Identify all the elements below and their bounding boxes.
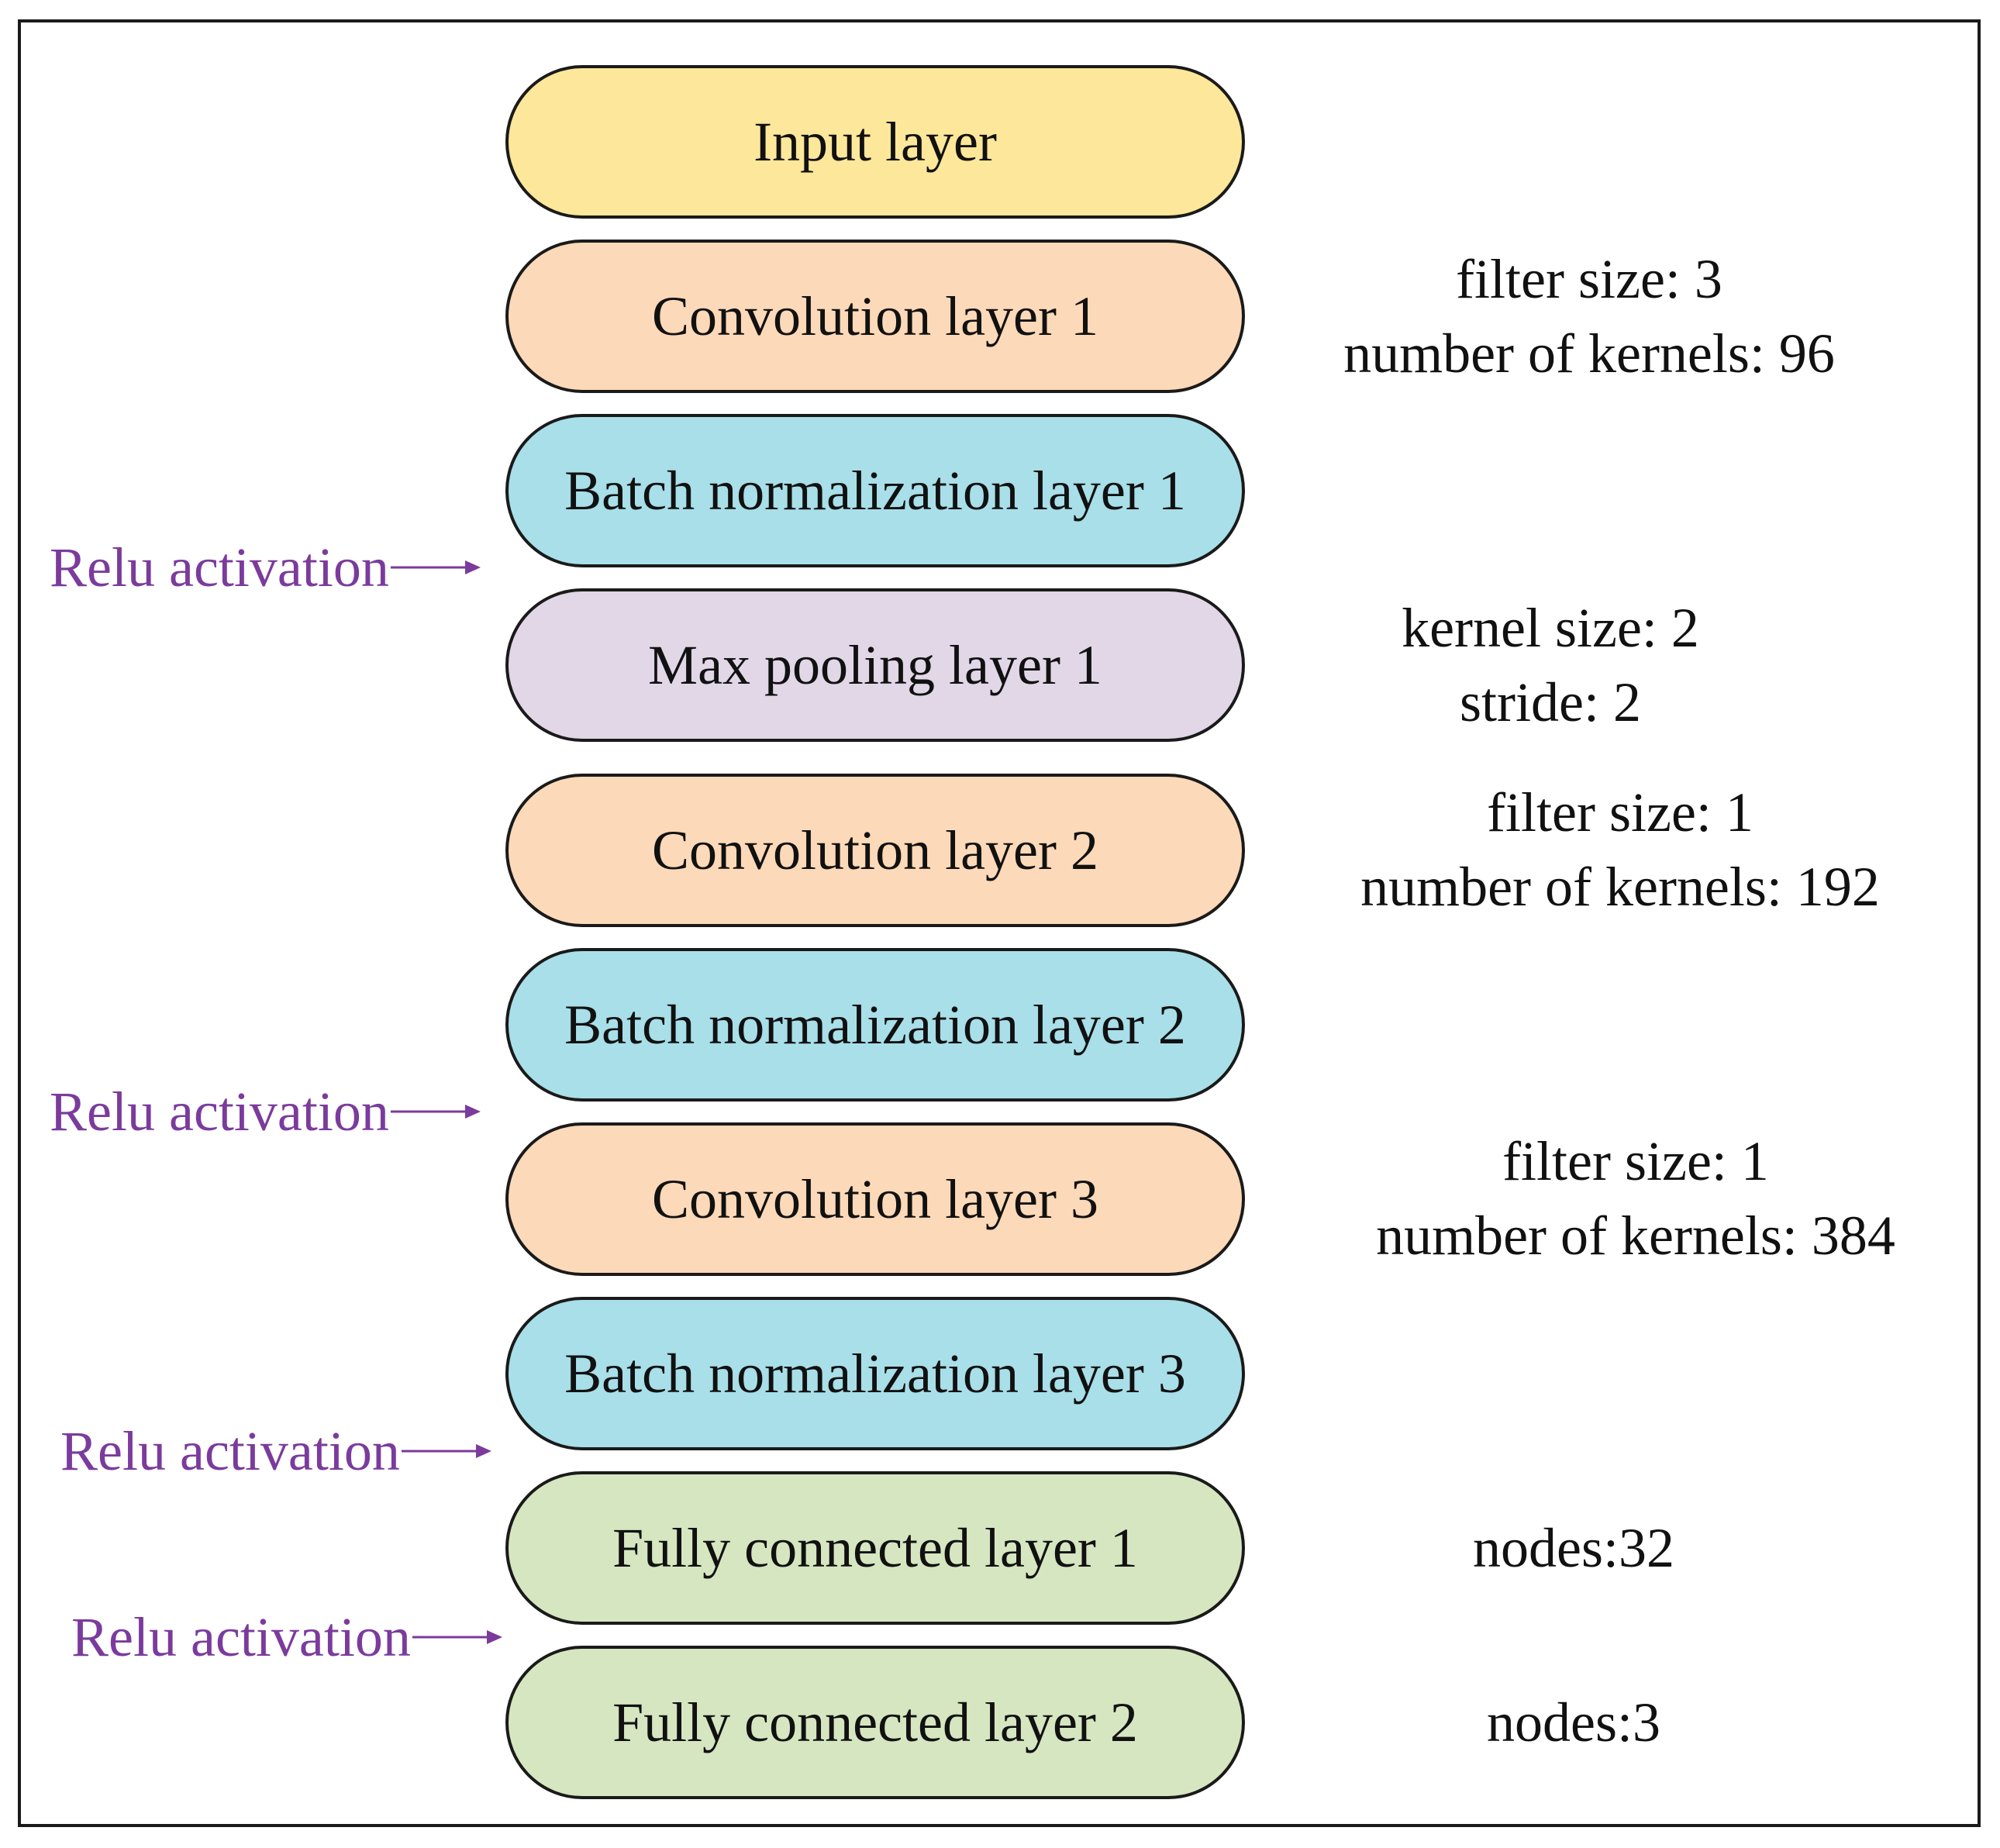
param-line: nodes:3 <box>1487 1691 1660 1753</box>
batch-normalization-layer-2-block: Batch normalization layer 2 <box>505 948 1245 1102</box>
param-line: kernel size: 2 <box>1402 597 1699 659</box>
fully-connected-layer-2-block: Fully connected layer 2 <box>505 1646 1245 1799</box>
convolution-layer-2-block: Convolution layer 2 <box>505 774 1245 927</box>
relu-activation-4: Relu activation <box>71 1606 504 1668</box>
right-arrow-icon <box>401 1444 491 1458</box>
relu-activation-label: Relu activation <box>50 536 389 598</box>
layer-label: Fully connected layer 2 <box>612 1691 1138 1753</box>
fully-connected-2-params: nodes:3 <box>1380 1685 1767 1760</box>
relu-activation-label: Relu activation <box>71 1606 411 1668</box>
diagram-frame <box>18 19 1981 1827</box>
relu-activation-1: Relu activation <box>50 536 482 598</box>
layer-label: Convolution layer 1 <box>652 285 1098 347</box>
layer-label: Convolution layer 2 <box>652 819 1098 881</box>
batch-normalization-layer-1-block: Batch normalization layer 1 <box>505 414 1245 567</box>
convolution-layer-3-block: Convolution layer 3 <box>505 1122 1245 1276</box>
layer-label: Max pooling layer 1 <box>648 634 1102 696</box>
max-pooling-layer-1-block: Max pooling layer 1 <box>505 588 1245 742</box>
layer-label: Fully connected layer 1 <box>612 1517 1138 1579</box>
param-line: number of kernels: 384 <box>1376 1205 1895 1267</box>
right-arrow-icon <box>390 1105 481 1119</box>
convolution-layer-1-block: Convolution layer 1 <box>505 240 1245 393</box>
layer-label: Input layer <box>753 111 997 173</box>
param-line: number of kernels: 96 <box>1343 322 1835 384</box>
param-line: nodes:32 <box>1473 1517 1674 1579</box>
relu-activation-label: Relu activation <box>50 1081 389 1143</box>
relu-activation-label: Relu activation <box>60 1420 400 1482</box>
convolution-2-params: filter size: 1 number of kernels: 192 <box>1318 775 1922 924</box>
relu-activation-3: Relu activation <box>60 1420 493 1482</box>
max-pooling-1-params: kernel size: 2 stride: 2 <box>1302 591 1798 740</box>
fully-connected-layer-1-block: Fully connected layer 1 <box>505 1471 1245 1625</box>
convolution-3-params: filter size: 1 number of kernels: 384 <box>1333 1124 1938 1273</box>
right-arrow-icon <box>412 1630 502 1644</box>
param-line: filter size: 3 <box>1456 248 1722 310</box>
right-arrow-icon <box>390 560 481 574</box>
param-line: number of kernels: 192 <box>1360 856 1880 918</box>
param-line: filter size: 1 <box>1487 781 1753 843</box>
layer-label: Convolution layer 3 <box>652 1168 1098 1230</box>
input-layer-block: Input layer <box>505 65 1245 219</box>
param-line: filter size: 1 <box>1502 1130 1769 1192</box>
layer-label: Batch normalization layer 2 <box>564 994 1186 1056</box>
convolution-1-params: filter size: 3 number of kernels: 96 <box>1302 242 1876 391</box>
layer-label: Batch normalization layer 3 <box>564 1343 1186 1405</box>
batch-normalization-layer-3-block: Batch normalization layer 3 <box>505 1297 1245 1450</box>
param-line: stride: 2 <box>1460 671 1641 733</box>
relu-activation-2: Relu activation <box>50 1081 482 1143</box>
fully-connected-1-params: nodes:32 <box>1380 1511 1767 1585</box>
layer-label: Batch normalization layer 1 <box>564 460 1186 522</box>
